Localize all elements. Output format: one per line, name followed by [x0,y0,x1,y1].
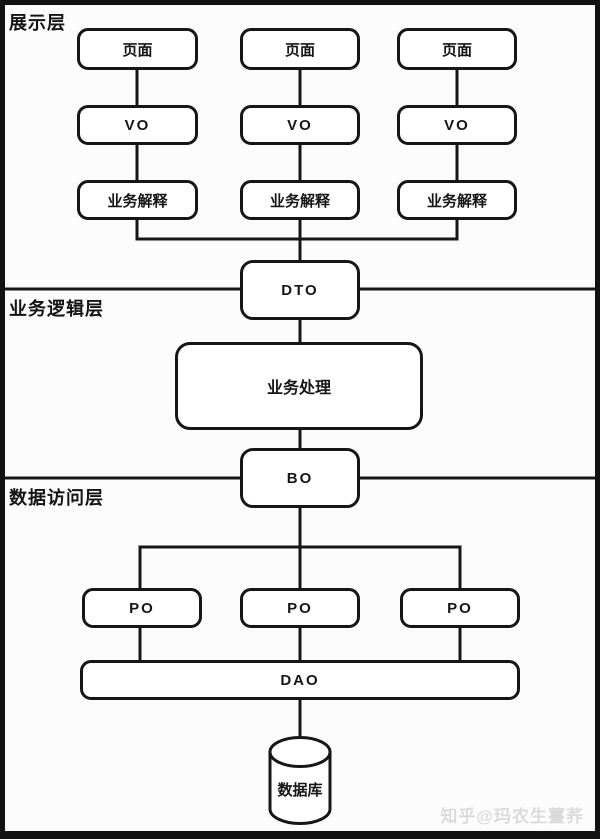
vo-box-3: VO [397,105,517,145]
page-box-2: 页面 [240,28,360,70]
po-box-1: PO [82,588,202,628]
page-box-3: 页面 [397,28,517,70]
vo-box-2: VO [240,105,360,145]
po-box-2: PO [240,588,360,628]
dto-box: DTO [240,260,360,320]
interpret-box-3: 业务解释 [397,180,517,220]
layer-label-data-access: 数据访问层 [9,488,104,508]
database-label: 数据库 [277,782,323,799]
watermark: 知乎@玛农生薹荞 [440,807,584,826]
page-box-1: 页面 [77,28,198,70]
vo-box-1: VO [77,105,198,145]
interpret-box-1: 业务解释 [77,180,198,220]
po-box-3: PO [400,588,520,628]
business-process-box: 业务处理 [175,342,423,430]
layer-label-business-logic: 业务逻辑层 [9,299,104,319]
bo-box: BO [240,448,360,508]
interpret-box-2: 业务解释 [240,180,360,220]
database-cylinder [268,736,332,825]
dao-box: DAO [80,660,520,700]
layer-label-presentation: 展示层 [9,13,66,33]
